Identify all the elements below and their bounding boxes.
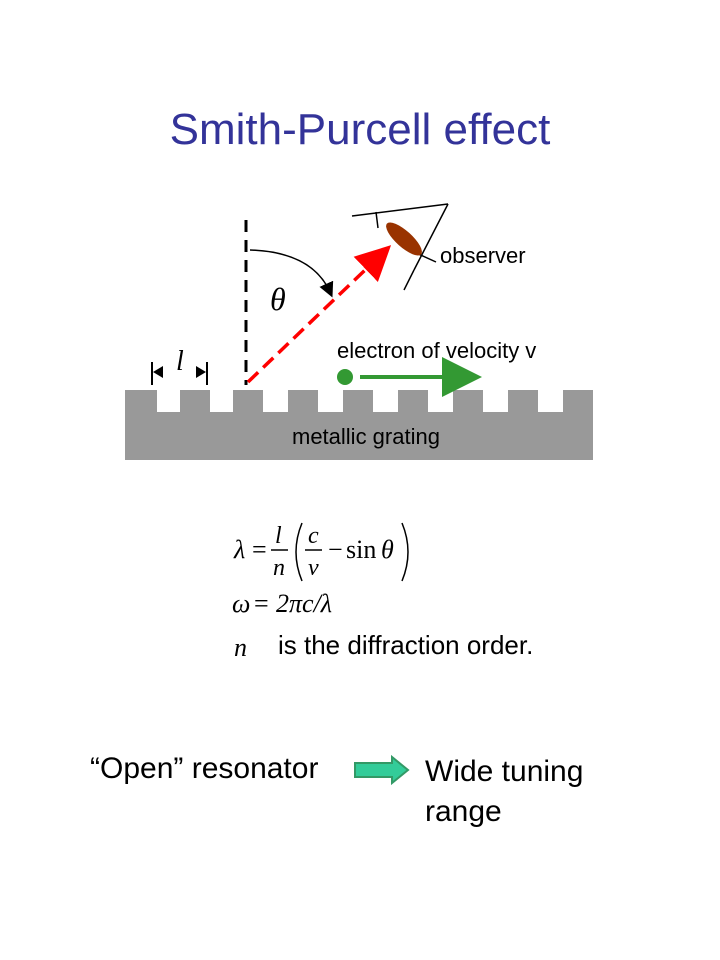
frac-c: c (308, 523, 319, 549)
diffraction-order-text: is the diffraction order. (278, 630, 534, 660)
slide-title: Smith-Purcell effect (169, 105, 551, 154)
wavelength-equation: λ = l n c v − sin θ (233, 522, 409, 582)
result-arrow-icon (354, 754, 410, 786)
observer-eye-icon (351, 203, 449, 291)
period-symbol: l (176, 346, 184, 377)
eq-sign-1: = (252, 535, 267, 564)
open-resonator-text: “Open” resonator (90, 752, 319, 785)
period-arrow-right (196, 366, 206, 378)
frac-v: v (308, 555, 319, 581)
angle-arc (249, 249, 334, 298)
n-symbol: n (234, 633, 247, 662)
grating-label: metallic grating (292, 424, 440, 449)
frac-n: n (273, 555, 285, 581)
omega-lhs: ω (232, 589, 250, 618)
electron-dot (337, 369, 353, 385)
electron-label: electron of velocity v (337, 338, 536, 363)
observer-label: observer (440, 243, 526, 268)
frequency-equation: ω = 2πc/λ (232, 589, 332, 618)
eq-sign-2: = (254, 589, 269, 618)
period-arrow-left (153, 366, 163, 378)
omega-rhs: 2πc/λ (276, 589, 332, 618)
sin-theta: θ (381, 535, 394, 564)
paren-left (295, 522, 303, 582)
angle-symbol: θ (270, 281, 286, 317)
emission-ray (246, 245, 392, 384)
paren-right (401, 522, 409, 582)
minus-sign: − (328, 535, 343, 564)
frac-l: l (275, 523, 282, 549)
lambda-lhs: λ (233, 535, 245, 564)
metallic-grating-shape (125, 390, 593, 460)
wide-tuning-text: Wide tuning range (425, 755, 584, 828)
sin-func: sin (346, 535, 376, 564)
